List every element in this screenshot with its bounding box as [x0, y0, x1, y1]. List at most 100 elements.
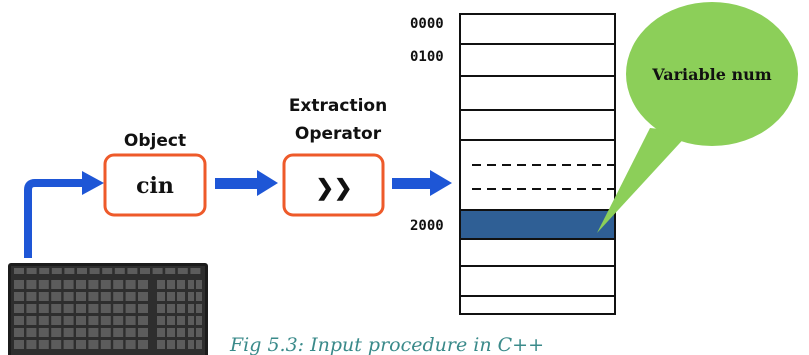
- keyboard-key: [100, 340, 111, 349]
- keyboard-key: [177, 316, 185, 325]
- keyboard-key: [188, 292, 194, 301]
- keyboard-key: [127, 268, 138, 274]
- keyboard-key: [88, 280, 99, 289]
- keyboard-key: [14, 280, 24, 289]
- keyboard-key: [196, 280, 202, 289]
- keyboard-key: [113, 328, 124, 337]
- keyboard-key: [100, 304, 111, 313]
- keyboard-key: [38, 292, 49, 301]
- extraction-label-line1: Extraction: [289, 96, 387, 116]
- keyboard-key: [14, 316, 24, 325]
- address-0000: 0000: [410, 16, 444, 32]
- keyboard-key: [51, 280, 62, 289]
- keyboard-key: [88, 292, 99, 301]
- keyboard-key: [88, 328, 99, 337]
- cin-text: cin: [136, 173, 174, 199]
- keyboard-key: [157, 304, 165, 313]
- figure-caption: Fig 5.3: Input procedure in C++: [229, 334, 544, 355]
- input-arrow: [24, 171, 104, 258]
- keyboard-key: [167, 292, 175, 301]
- keyboard-key: [196, 292, 202, 301]
- keyboard-key: [188, 328, 194, 337]
- keyboard-key: [64, 268, 75, 274]
- keyboard-key: [138, 292, 148, 301]
- keyboard-key: [113, 280, 124, 289]
- keyboard-key: [177, 304, 185, 313]
- keyboard-key: [196, 340, 202, 349]
- variable-num-cell: [459, 209, 616, 240]
- keyboard-key: [114, 268, 125, 274]
- keyboard-key: [188, 280, 194, 289]
- keyboard-key: [125, 340, 136, 349]
- keyboard-key: [177, 328, 185, 337]
- keyboard-key: [100, 280, 111, 289]
- keyboard-key: [177, 292, 185, 301]
- keyboard-key: [63, 280, 74, 289]
- arrow-cin-to-operator: [215, 170, 278, 196]
- keyboard-key: [38, 316, 49, 325]
- keyboard-key: [26, 280, 37, 289]
- keyboard-key: [138, 340, 148, 349]
- keyboard-key: [177, 340, 185, 349]
- keyboard-key: [76, 280, 86, 289]
- keyboard-key: [63, 304, 74, 313]
- keyboard-key: [196, 316, 202, 325]
- keyboard-key: [51, 316, 62, 325]
- keyboard-key: [100, 316, 111, 325]
- keyboard-key: [138, 328, 148, 337]
- keyboard-key: [76, 316, 86, 325]
- keyboard-key: [125, 304, 136, 313]
- keyboard-key: [138, 280, 148, 289]
- keyboard-key: [51, 304, 62, 313]
- keyboard-key: [38, 328, 49, 337]
- keyboard-key: [125, 328, 136, 337]
- keyboard-key: [63, 292, 74, 301]
- keyboard-key: [100, 292, 111, 301]
- keyboard-key: [188, 316, 194, 325]
- keyboard-key: [14, 340, 24, 349]
- cin-object-box: cin: [103, 153, 207, 217]
- keyboard-key: [76, 328, 86, 337]
- keyboard-key: [157, 316, 165, 325]
- keyboard-key: [177, 268, 188, 274]
- keyboard-key: [196, 304, 202, 313]
- keyboard-key: [63, 328, 74, 337]
- keyboard-key: [89, 268, 100, 274]
- keyboard-key: [51, 268, 62, 274]
- keyboard-key: [88, 316, 99, 325]
- keyboard-key: [138, 316, 148, 325]
- keyboard-key: [26, 304, 37, 313]
- keyboard-key: [76, 340, 86, 349]
- extraction-operator-symbol: ❯❯: [316, 175, 353, 201]
- keyboard-key: [167, 340, 175, 349]
- keyboard-key: [14, 328, 24, 337]
- keyboard-key: [51, 292, 62, 301]
- keyboard-key: [167, 316, 175, 325]
- keyboard-key: [125, 280, 136, 289]
- keyboard-key: [63, 340, 74, 349]
- keyboard-key: [140, 268, 150, 274]
- address-0100: 0100: [410, 49, 444, 65]
- keyboard-key: [167, 280, 175, 289]
- keyboard-key: [177, 280, 185, 289]
- keyboard-key: [88, 340, 99, 349]
- keyboard-key: [190, 268, 201, 274]
- address-2000: 2000: [410, 218, 444, 234]
- keyboard-key: [14, 292, 24, 301]
- keyboard-key: [26, 268, 37, 274]
- keyboard-key: [125, 292, 136, 301]
- keyboard-key: [113, 340, 124, 349]
- keyboard-key: [14, 268, 24, 274]
- keyboard-key: [113, 292, 124, 301]
- keyboard-key: [26, 340, 37, 349]
- keyboard-key: [14, 304, 24, 313]
- keyboard-key: [157, 340, 165, 349]
- keyboard-icon: [8, 263, 208, 355]
- variable-callout: Variable num: [597, 2, 798, 233]
- keyboard-key: [188, 304, 194, 313]
- keyboard-key: [39, 268, 50, 274]
- keyboard-key: [157, 292, 165, 301]
- keyboard-key: [113, 316, 124, 325]
- keyboard-key: [38, 340, 49, 349]
